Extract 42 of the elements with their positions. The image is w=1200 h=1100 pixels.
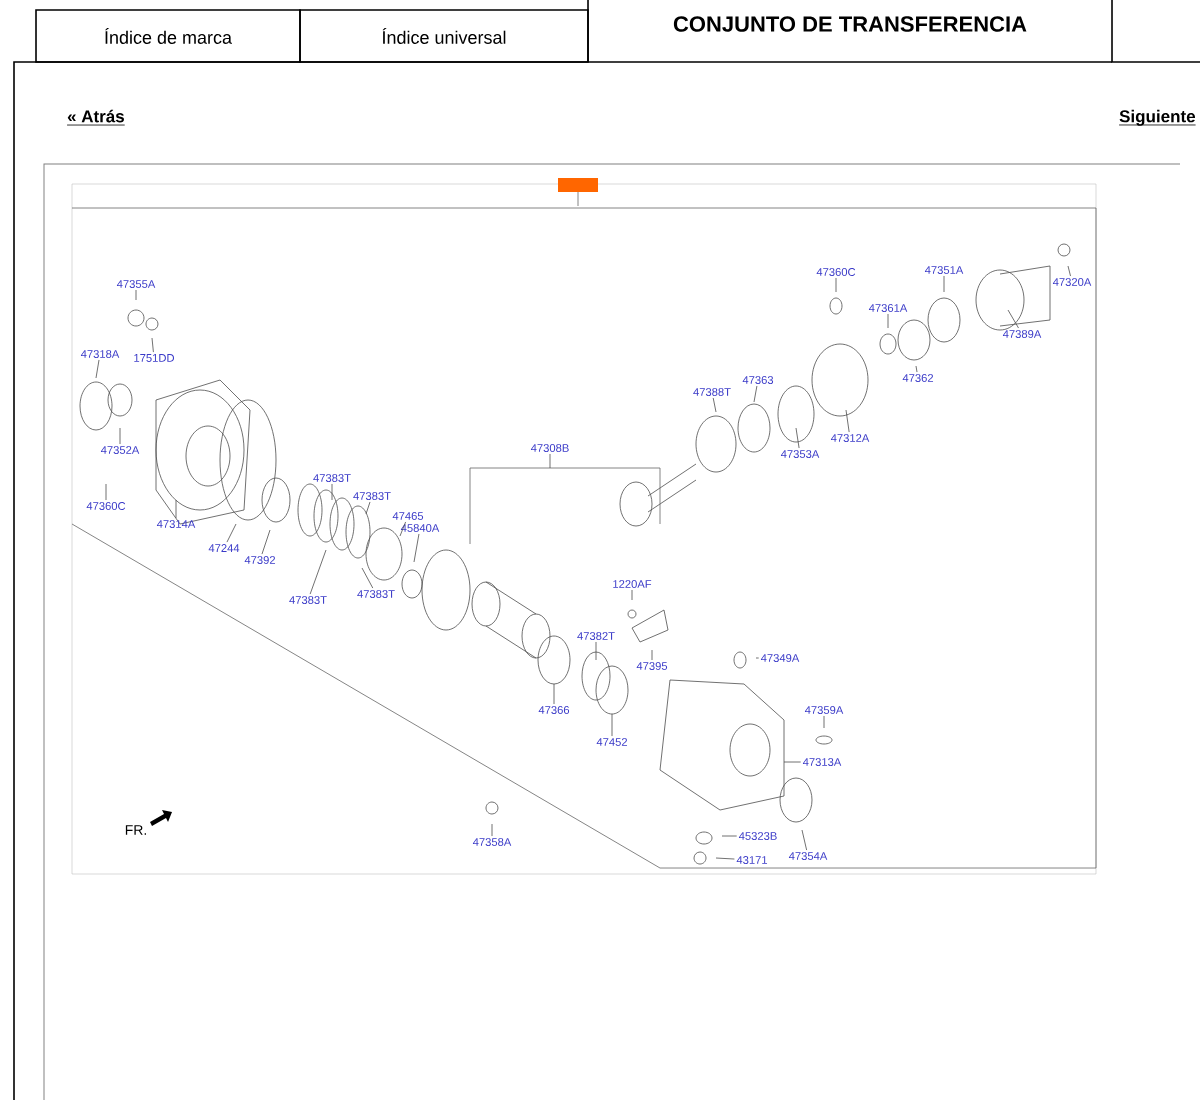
leader-line — [823, 715, 825, 729]
leader-line — [549, 453, 551, 469]
bracket — [469, 467, 661, 545]
leader-line — [783, 761, 802, 763]
tab-cell: Índice de marca — [35, 9, 301, 63]
leader-line — [105, 483, 107, 501]
leader-line — [1067, 265, 1071, 277]
leader-line — [261, 529, 271, 555]
leader-line — [845, 409, 850, 433]
leader-line — [331, 483, 333, 501]
leader-line — [943, 275, 945, 293]
leader-line — [887, 313, 889, 329]
leader-line — [631, 589, 633, 601]
leader-line — [365, 501, 371, 515]
leader-line — [595, 641, 597, 661]
leader-line — [795, 427, 800, 449]
leader-line — [309, 549, 327, 595]
leader-line — [651, 649, 653, 661]
leader-line — [226, 523, 237, 543]
leader-line — [553, 683, 555, 705]
next-link: Siguiente — [1118, 109, 1196, 126]
back-link: « Atrás — [66, 109, 126, 126]
leader-line — [175, 499, 177, 519]
leader-line — [915, 365, 918, 373]
leader-line — [1007, 309, 1019, 329]
tab-cell: Índice universal — [299, 9, 589, 63]
leader-line — [715, 857, 735, 860]
leader-line — [135, 289, 137, 301]
leader-line — [151, 337, 154, 353]
diagram-title: CONJUNTO DE TRANSFERENCIA — [673, 16, 1027, 32]
leader-line — [413, 533, 420, 563]
leader-line — [361, 567, 374, 589]
leader-line — [399, 521, 406, 537]
leader-line — [801, 829, 808, 851]
leader-line — [119, 427, 121, 445]
leader-line — [753, 385, 758, 403]
leader-line — [721, 835, 738, 837]
leader-line — [491, 823, 493, 837]
leader-line — [712, 397, 717, 413]
leader-line — [611, 713, 613, 737]
leader-line — [95, 359, 100, 379]
leader-line — [835, 277, 837, 293]
